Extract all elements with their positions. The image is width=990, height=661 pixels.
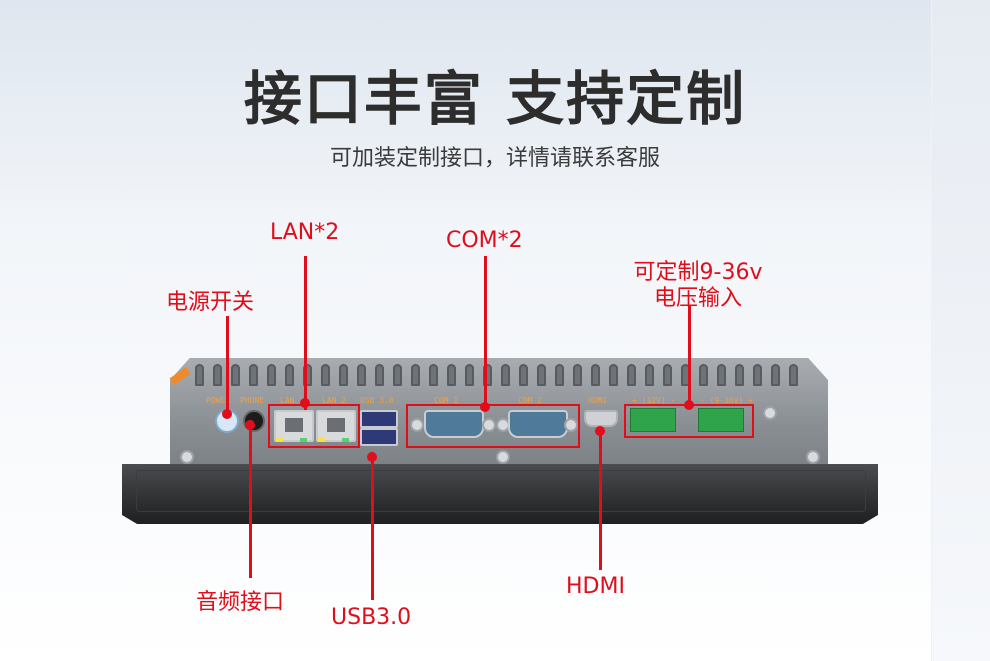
lan-callout-line bbox=[304, 256, 307, 410]
bezel-edge bbox=[136, 470, 866, 512]
power-callout-line bbox=[226, 316, 229, 414]
usb-print: USB 3.0 bbox=[360, 396, 394, 405]
hdmi-port bbox=[584, 410, 618, 427]
lan-port-2 bbox=[316, 410, 356, 442]
power-input-callout-dot bbox=[684, 400, 694, 410]
heatsink-fins bbox=[185, 360, 815, 386]
usb-label: USB3.0 bbox=[331, 605, 412, 630]
lan-port-1 bbox=[274, 410, 314, 442]
page-title: 接口丰富 支持定制 bbox=[243, 65, 747, 133]
led-yellow bbox=[318, 438, 325, 442]
audio-label: 音频接口 bbox=[196, 590, 285, 615]
power-switch-label: 电源开关 bbox=[166, 290, 255, 315]
led-green bbox=[342, 438, 349, 442]
phone-print: PHONE bbox=[240, 396, 265, 405]
screw bbox=[410, 418, 424, 432]
led-yellow bbox=[276, 438, 283, 442]
hdmi-label: HDMI bbox=[566, 574, 625, 599]
com-port-1 bbox=[424, 410, 484, 438]
power-input-callout-line bbox=[688, 306, 691, 406]
screw bbox=[564, 418, 578, 432]
audio-callout-dot bbox=[245, 420, 255, 430]
com-callout-line bbox=[484, 256, 487, 408]
lan-label: LAN*2 bbox=[270, 220, 340, 245]
dc936-print: - (9-36V) + bbox=[700, 396, 753, 405]
lan2-print: LAN 2 bbox=[322, 396, 347, 405]
power-input-label-line1: 可定制9-36v bbox=[633, 260, 763, 285]
usb-callout-dot bbox=[367, 452, 377, 462]
usb-port-2 bbox=[360, 428, 398, 446]
screw bbox=[482, 418, 496, 432]
hdmi-callout-line bbox=[599, 428, 602, 570]
dc12-print: + (12V) - bbox=[632, 396, 676, 405]
hdmi-print: HDMI bbox=[588, 396, 608, 405]
com-port-2 bbox=[508, 410, 568, 438]
audio-callout-line bbox=[249, 420, 252, 578]
lan-highlight-box bbox=[268, 404, 360, 448]
power-input-label-line2: 电压输入 bbox=[653, 286, 743, 311]
com-label: COM*2 bbox=[446, 228, 523, 253]
right-side-band bbox=[931, 0, 990, 661]
power-callout-dot bbox=[222, 409, 232, 419]
ground-screw bbox=[763, 406, 777, 420]
screw bbox=[496, 450, 510, 464]
com-highlight-box bbox=[406, 404, 580, 448]
com2-print: COM 2 bbox=[518, 396, 543, 405]
page-subtitle: 可加装定制接口，详情请联系客服 bbox=[329, 146, 660, 171]
dc-terminal-936v bbox=[698, 408, 744, 432]
display-bezel bbox=[122, 464, 878, 524]
lan-callout-dot bbox=[300, 398, 310, 408]
dc-terminal-12v bbox=[630, 408, 676, 432]
usb-callout-line bbox=[371, 452, 374, 600]
led-green bbox=[300, 438, 307, 442]
screw bbox=[806, 450, 820, 464]
screw bbox=[180, 450, 194, 464]
com-callout-dot bbox=[480, 402, 490, 412]
lan1-print: LAN 1 bbox=[280, 396, 305, 405]
hdmi-callout-dot bbox=[595, 426, 605, 436]
usb-port-1 bbox=[360, 410, 398, 428]
power-print: POWER bbox=[206, 396, 231, 405]
com1-print: COM 1 bbox=[434, 396, 459, 405]
